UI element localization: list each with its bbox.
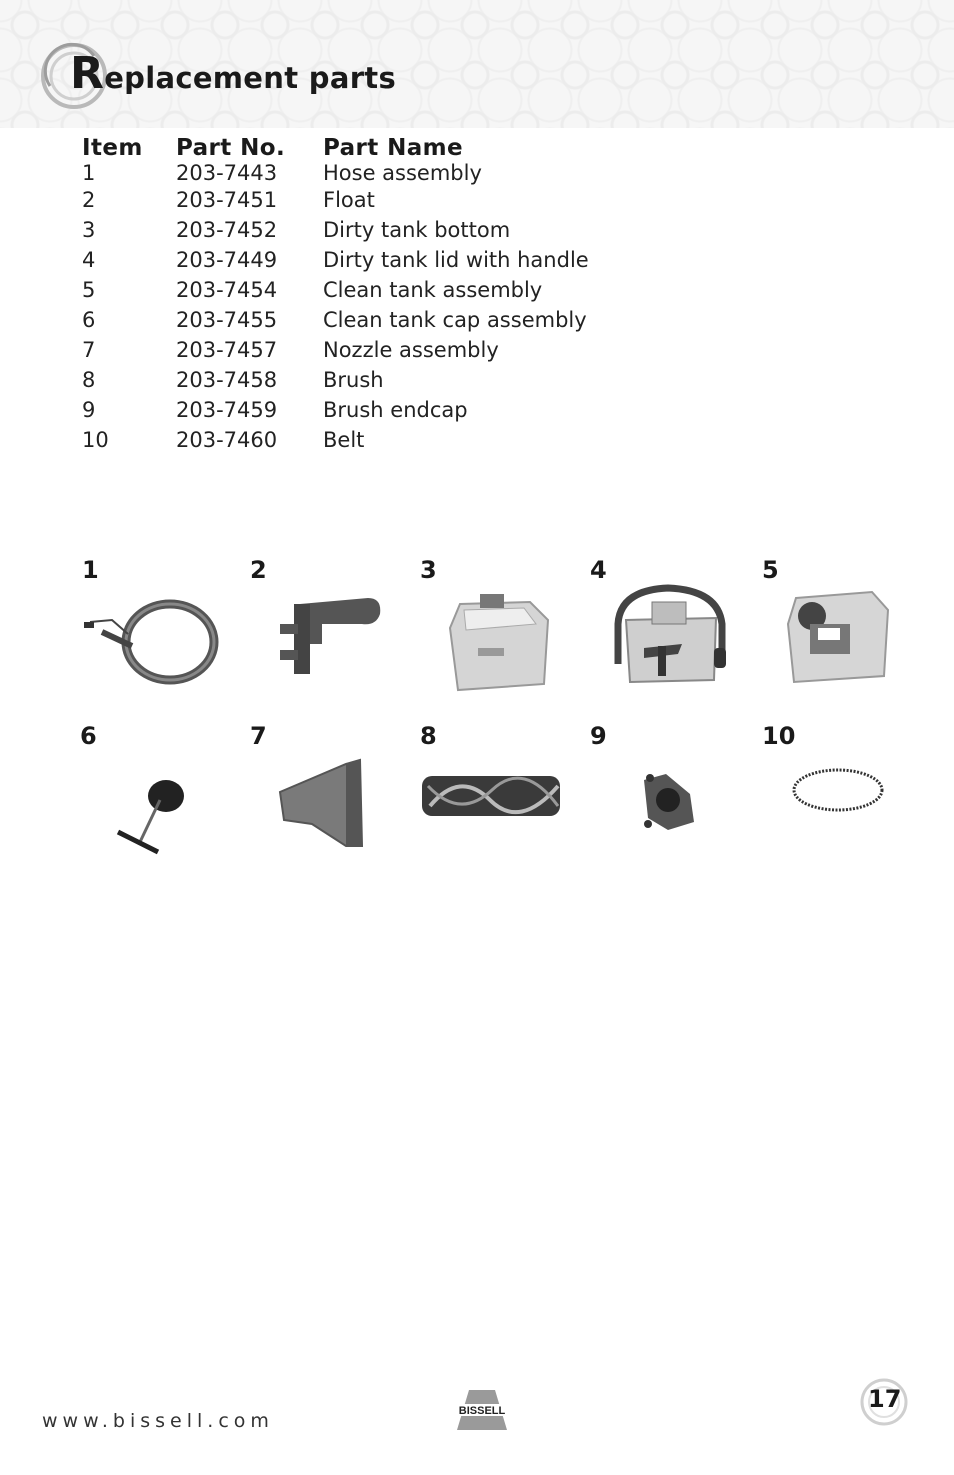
cell-item: 3: [82, 218, 96, 242]
cell-part-no: 203-7460: [176, 428, 278, 452]
figure-number: 9: [590, 722, 607, 750]
table-row: 2 203-7451 Float: [82, 185, 589, 215]
figure-brush: 8: [420, 722, 570, 872]
figure-number: 8: [420, 722, 437, 750]
clean-tank-assembly-image: [786, 590, 890, 684]
cell-item: 10: [82, 428, 109, 452]
table-row: 8 203-7458 Brush: [82, 365, 589, 395]
website-url: www.bissell.com: [42, 1410, 274, 1432]
parts-table: Item Part No. Part Name 1 203-7443 Hose …: [82, 133, 589, 455]
page-title: Replacement parts: [70, 52, 396, 96]
cell-item: 7: [82, 338, 96, 362]
cell-part-no: 203-7457: [176, 338, 278, 362]
float-image: [280, 598, 381, 674]
cell-part-name: Brush: [323, 368, 384, 392]
header-part-no: Part No.: [176, 135, 286, 161]
belt-image: [792, 768, 884, 812]
cell-part-name: Belt: [323, 428, 365, 452]
figure-number: 7: [250, 722, 267, 750]
cell-item: 5: [82, 278, 96, 302]
clean-tank-cap-image: [116, 780, 184, 855]
cell-part-name: Hose assembly: [323, 161, 482, 185]
cell-part-no: 203-7449: [176, 248, 278, 272]
figure-number: 4: [590, 556, 607, 584]
figure-dirty-tank-lid: 4: [590, 556, 740, 706]
table-row: 5 203-7454 Clean tank assembly: [82, 275, 589, 305]
figure-number: 2: [250, 556, 267, 584]
cell-part-name: Float: [323, 188, 375, 212]
table-row: 3 203-7452 Dirty tank bottom: [82, 215, 589, 245]
table-row: 4 203-7449 Dirty tank lid with handle: [82, 245, 589, 275]
title-rest: eplacement parts: [104, 61, 397, 95]
figure-number: 5: [762, 556, 779, 584]
table-row: 7 203-7457 Nozzle assembly: [82, 335, 589, 365]
cell-item: 2: [82, 188, 96, 212]
logo-text: BISSELL: [459, 1405, 506, 1417]
brush-endcap-image: [644, 774, 694, 830]
figure-number: 1: [82, 556, 99, 584]
cell-part-name: Nozzle assembly: [323, 338, 499, 362]
cell-part-name: Dirty tank lid with handle: [323, 248, 589, 272]
figure-belt: 10: [762, 722, 912, 872]
cell-part-no: 203-7452: [176, 218, 278, 242]
figure-clean-tank-cap: 6: [80, 722, 230, 872]
cell-part-no: 203-7451: [176, 188, 278, 212]
table-header-row: Item Part No. Part Name: [82, 133, 589, 161]
figure-dirty-tank-bottom: 3: [420, 556, 570, 706]
table-row: 10 203-7460 Belt: [82, 425, 589, 455]
cell-item: 4: [82, 248, 96, 272]
figure-nozzle-assembly: 7: [250, 722, 400, 872]
cell-item: 8: [82, 368, 96, 392]
cell-part-name: Clean tank assembly: [323, 278, 543, 302]
figure-number: 3: [420, 556, 437, 584]
header-part-name: Part Name: [323, 135, 464, 161]
nozzle-assembly-image: [278, 758, 364, 847]
header-item: Item: [82, 135, 143, 161]
cell-part-no: 203-7455: [176, 308, 278, 332]
figure-float: 2: [250, 556, 400, 706]
dirty-tank-bottom-image: [448, 594, 550, 692]
cell-item: 6: [82, 308, 96, 332]
cell-part-no: 203-7454: [176, 278, 278, 302]
table-row: 1 203-7443 Hose assembly: [82, 161, 589, 185]
swirl-icon: [41, 42, 107, 109]
bissell-logo-icon: BISSELL: [449, 1390, 515, 1430]
table-row: 9 203-7459 Brush endcap: [82, 395, 589, 425]
figure-number: 10: [762, 722, 796, 750]
figure-clean-tank-assembly: 5: [762, 556, 912, 706]
header-banner: Replacement parts: [0, 0, 954, 128]
dirty-tank-lid-image: [614, 584, 726, 684]
figure-hose-assembly: 1: [82, 556, 232, 706]
cell-item: 9: [82, 398, 96, 422]
cell-part-name: Clean tank cap assembly: [323, 308, 587, 332]
cell-item: 1: [82, 161, 96, 185]
figure-number: 6: [80, 722, 97, 750]
cell-part-name: Brush endcap: [323, 398, 468, 422]
page-badge-icon: [860, 1378, 908, 1426]
cell-part-no: 203-7458: [176, 368, 278, 392]
brush-image: [422, 776, 560, 816]
title-initial: R: [70, 48, 105, 99]
cell-part-no: 203-7459: [176, 398, 278, 422]
cell-part-no: 203-7443: [176, 161, 278, 185]
page-number: 17: [868, 1385, 902, 1413]
table-row: 6 203-7455 Clean tank cap assembly: [82, 305, 589, 335]
hose-assembly-image: [84, 599, 219, 685]
figure-brush-endcap: 9: [590, 722, 740, 872]
cell-part-name: Dirty tank bottom: [323, 218, 511, 242]
